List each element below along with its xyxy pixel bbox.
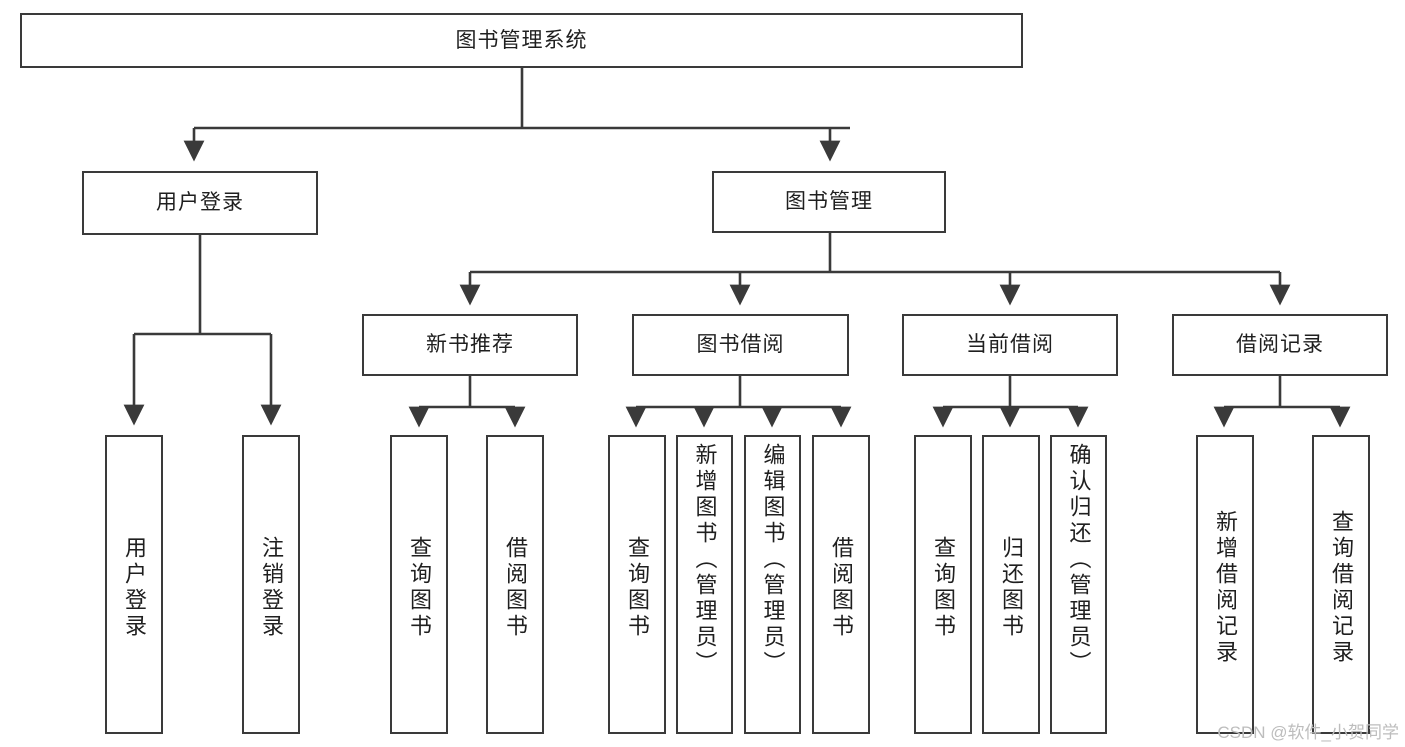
leaf-borrow-borrow-book[interactable]: 借阅图书 <box>812 435 870 734</box>
leaf-newbook-borrow-book[interactable]: 借阅图书 <box>486 435 544 734</box>
leaf-current-return-book[interactable]: 归还图书 <box>982 435 1040 734</box>
node-label: 查询借阅记录 <box>1329 509 1354 666</box>
node-label: 编辑图书（管理员） <box>760 443 786 677</box>
leaf-borrow-add-book-admin[interactable]: 新增图书（管理员） <box>676 435 733 734</box>
node-user-login[interactable]: 用户登录 <box>82 171 318 235</box>
leaf-user-login[interactable]: 用户登录 <box>105 435 163 734</box>
node-label: 查询图书 <box>625 535 650 640</box>
node-label: 借阅图书 <box>503 535 528 640</box>
node-label: 借阅记录 <box>1236 333 1324 357</box>
leaf-current-confirm-return-admin[interactable]: 确认归还（管理员） <box>1050 435 1107 734</box>
node-label: 归还图书 <box>999 535 1024 640</box>
node-label: 新书推荐 <box>426 333 514 357</box>
node-root-system[interactable]: 图书管理系统 <box>20 13 1023 68</box>
leaf-current-query-book[interactable]: 查询图书 <box>914 435 972 734</box>
node-label: 当前借阅 <box>966 333 1054 357</box>
leaf-borrow-edit-book-admin[interactable]: 编辑图书（管理员） <box>744 435 801 734</box>
node-label: 确认归还（管理员） <box>1066 443 1092 677</box>
leaf-newbook-query-book[interactable]: 查询图书 <box>390 435 448 734</box>
node-current-borrow[interactable]: 当前借阅 <box>902 314 1118 376</box>
node-new-book-recommend[interactable]: 新书推荐 <box>362 314 578 376</box>
node-label: 查询图书 <box>407 535 432 640</box>
node-label: 图书借阅 <box>696 333 785 357</box>
node-label: 图书管理 <box>785 190 873 214</box>
node-label: 注销登录 <box>259 535 284 640</box>
node-label: 用户登录 <box>122 535 147 640</box>
node-label: 查询图书 <box>931 535 956 640</box>
leaf-record-add-record[interactable]: 新增借阅记录 <box>1196 435 1254 734</box>
leaf-record-query-record[interactable]: 查询借阅记录 <box>1312 435 1370 734</box>
leaf-logout[interactable]: 注销登录 <box>242 435 300 734</box>
node-label: 用户登录 <box>156 191 244 215</box>
node-borrow-record[interactable]: 借阅记录 <box>1172 314 1388 376</box>
node-book-borrow[interactable]: 图书借阅 <box>632 314 849 376</box>
leaf-borrow-query-book[interactable]: 查询图书 <box>608 435 666 734</box>
node-label: 借阅图书 <box>829 535 854 640</box>
node-label: 新增图书（管理员） <box>692 443 718 677</box>
node-book-management[interactable]: 图书管理 <box>712 171 946 233</box>
node-label: 图书管理系统 <box>455 28 588 52</box>
node-label: 新增借阅记录 <box>1213 509 1238 666</box>
